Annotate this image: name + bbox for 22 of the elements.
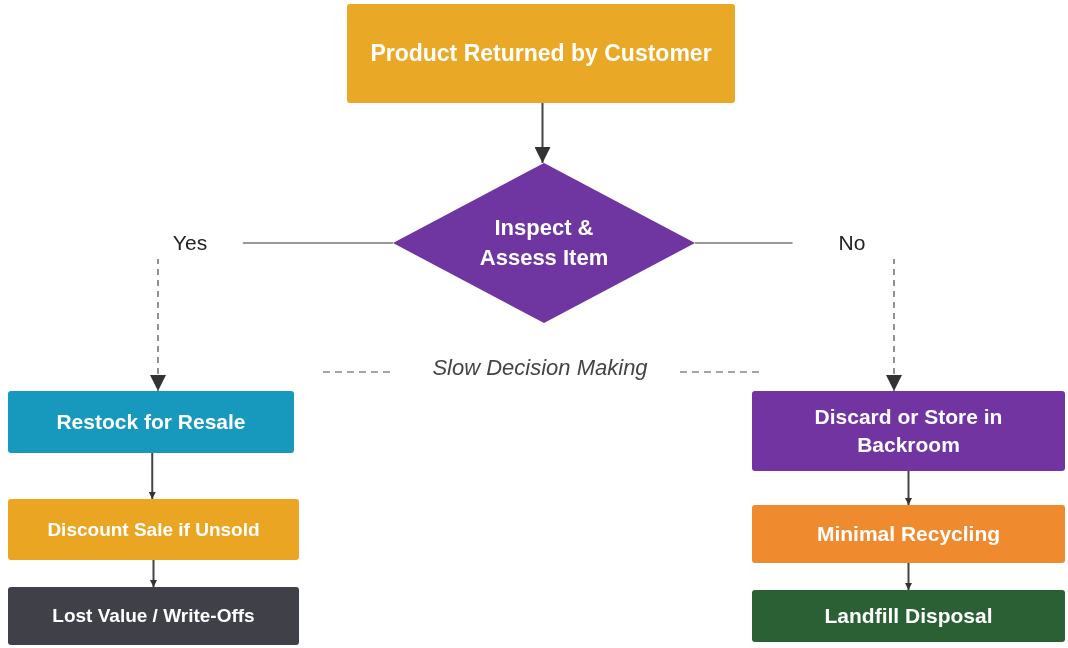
node-label: Restock for Resale [56,408,246,435]
node-label: Discard or Store in Backroom [813,403,1004,458]
arrow [150,559,157,588]
node-label: Discount Sale if Unsold [47,517,260,542]
process-box [752,391,1065,471]
process-box [8,499,299,560]
process-box [8,391,294,453]
node-label: Product Returned by Customer [370,38,712,68]
arrow [534,102,551,164]
node-label: Lost Value / Write-Offs [52,604,255,629]
annotation-text: Slow Decision Making [432,355,648,381]
process-box [8,587,299,645]
node-label: Inspect & Assess Item [478,214,610,272]
process-box [752,505,1065,563]
arrow [905,470,912,506]
process-box [752,590,1065,642]
decision-diamond [393,163,695,323]
arrow [148,452,156,500]
arrow [905,562,912,591]
node-label: Minimal Recycling [816,520,1001,547]
node-label: Landfill Disposal [824,602,993,629]
process-box [347,4,735,103]
